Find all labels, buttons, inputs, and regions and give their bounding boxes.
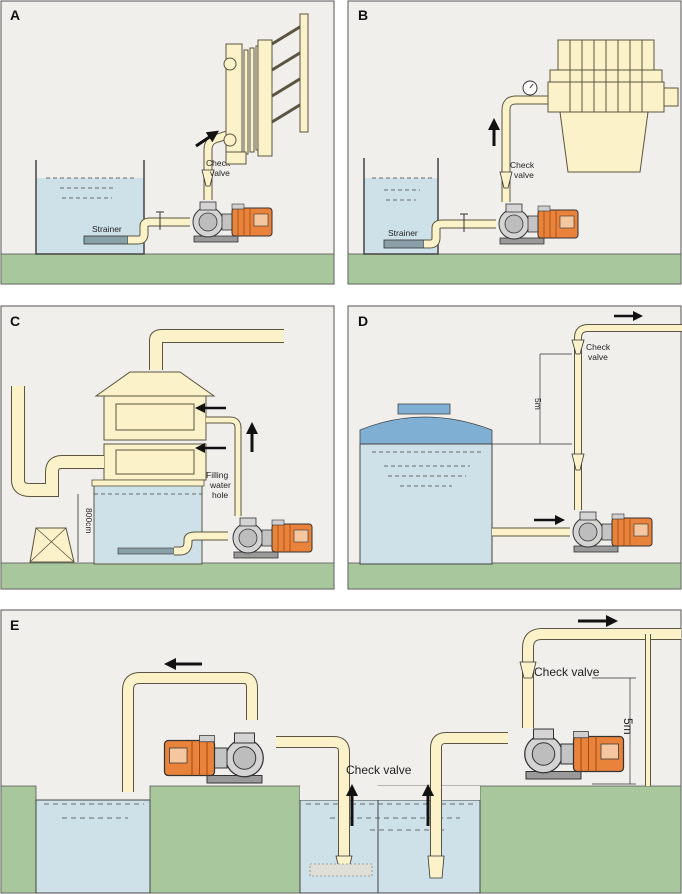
panel-d-tank-lid (397, 403, 451, 415)
panel-e-check-valve-left-label: Check valve (346, 763, 412, 777)
panel-a-ground (0, 253, 335, 285)
panel-d-pump (572, 511, 653, 553)
panel-e-check-valve-right-label: Check valve (534, 665, 600, 679)
panel-a-pump (192, 201, 273, 243)
panel-b-pump (498, 203, 579, 245)
panel-d-valve-lower (571, 453, 585, 471)
panel-d-check-valve-label-1: Check (586, 342, 611, 352)
panel-c-pump (232, 517, 313, 559)
panel-b-filter-press (547, 39, 679, 173)
panel-d-ground (347, 562, 682, 590)
panel-e: E Check valve (0, 609, 682, 894)
panel-d-tank-roof (359, 416, 493, 447)
panel-a-tank (35, 160, 145, 255)
panel-b-strainer-label: Strainer (388, 228, 418, 238)
panel-d-check-valve-label-2: valve (588, 352, 608, 362)
panel-c-tank-lid (91, 479, 205, 487)
panel-a-strainer (83, 235, 129, 245)
panel-b-tank (363, 158, 439, 255)
panel-d-check-valve (571, 339, 585, 355)
panel-e-right-strainer (427, 855, 445, 879)
panel-e-right-pump (524, 728, 625, 780)
panel-c-filling-label-1: Filling (206, 470, 228, 480)
panel-a-check-valve-label-2: valve (210, 168, 230, 178)
panel-c-filling-label-3: hole (212, 490, 228, 500)
panel-b-check-valve-label-2: valve (514, 170, 534, 180)
panel-d-height-label: 5m (533, 398, 543, 410)
panel-d-tank (359, 443, 493, 565)
panel-c-strainer (117, 547, 175, 555)
panel-c: C Filling water hole (0, 305, 335, 590)
panel-e-check-valve (519, 661, 537, 679)
panel-b-letter: B (358, 7, 368, 23)
panel-b-strainer (383, 239, 425, 249)
panel-a-check-valve-label-1: Check (206, 158, 231, 168)
panel-a-plate-heat-exchanger (223, 13, 309, 165)
panel-c-letter: C (10, 313, 20, 329)
panel-b: B Strainer Check valve (347, 0, 682, 285)
panel-a-check-valve (201, 169, 215, 187)
panel-d-letter: D (358, 313, 368, 329)
panel-c-support-frame (29, 527, 75, 563)
panel-b-check-valve (499, 171, 513, 189)
panel-b-ground (347, 253, 682, 285)
panel-e-height-dimension (592, 677, 636, 785)
panel-e-letter: E (10, 617, 19, 633)
panel-a-letter: A (10, 7, 20, 23)
panel-d-height-dimension (492, 353, 572, 445)
panel-e-left-basin (35, 799, 151, 894)
panel-a-strainer-label: Strainer (92, 224, 122, 234)
panel-d: D Check valve 5m (347, 305, 682, 590)
panel-e-left-pump (165, 733, 264, 783)
panel-a: A Strainer Check valve (0, 0, 335, 285)
panel-c-height-label: 800cm (84, 508, 94, 534)
panel-b-check-valve-label-1: Check (510, 160, 535, 170)
panel-c-scrubber-tower (94, 371, 216, 481)
panel-c-ground (0, 562, 335, 590)
panel-e-height-label: 5m (621, 718, 635, 735)
panel-a-flow-arrow (195, 130, 219, 148)
panel-c-filling-label-2: water (209, 480, 231, 490)
